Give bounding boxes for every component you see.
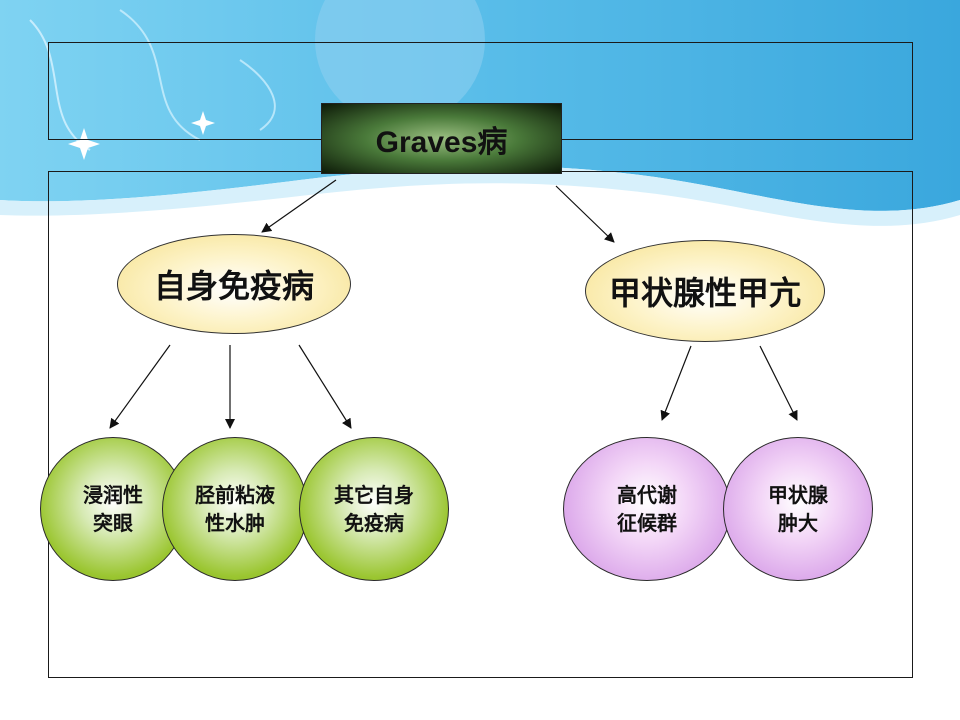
- node-hyperthyroid-label: 甲状腺性甲亢: [608, 274, 801, 312]
- node-hyperthyroid: 甲状腺性甲亢: [585, 240, 825, 342]
- node-infiltrative-exophthalmos: 浸润性 突眼: [40, 437, 186, 581]
- node-autoimmune-label: 自身免疫病: [153, 267, 314, 305]
- node-pretibial-myxedema: 胫前粘液 性水肿: [162, 437, 308, 581]
- node-goiter: 甲状腺 肿大: [723, 437, 873, 581]
- node-label: 胫前粘液 性水肿: [195, 483, 275, 535]
- node-label: 甲状腺 肿大: [768, 483, 828, 535]
- node-label: 其它自身 免疫病: [334, 483, 414, 535]
- root-node-graves: Graves病: [321, 103, 562, 174]
- node-label: 高代谢 征候群: [617, 483, 677, 535]
- node-other-autoimmune: 其它自身 免疫病: [299, 437, 449, 581]
- root-node-label: Graves病: [375, 125, 508, 159]
- node-label: 浸润性 突眼: [83, 483, 143, 535]
- node-hypermetabolic-syndrome: 高代谢 征候群: [563, 437, 731, 581]
- node-autoimmune: 自身免疫病: [117, 234, 351, 334]
